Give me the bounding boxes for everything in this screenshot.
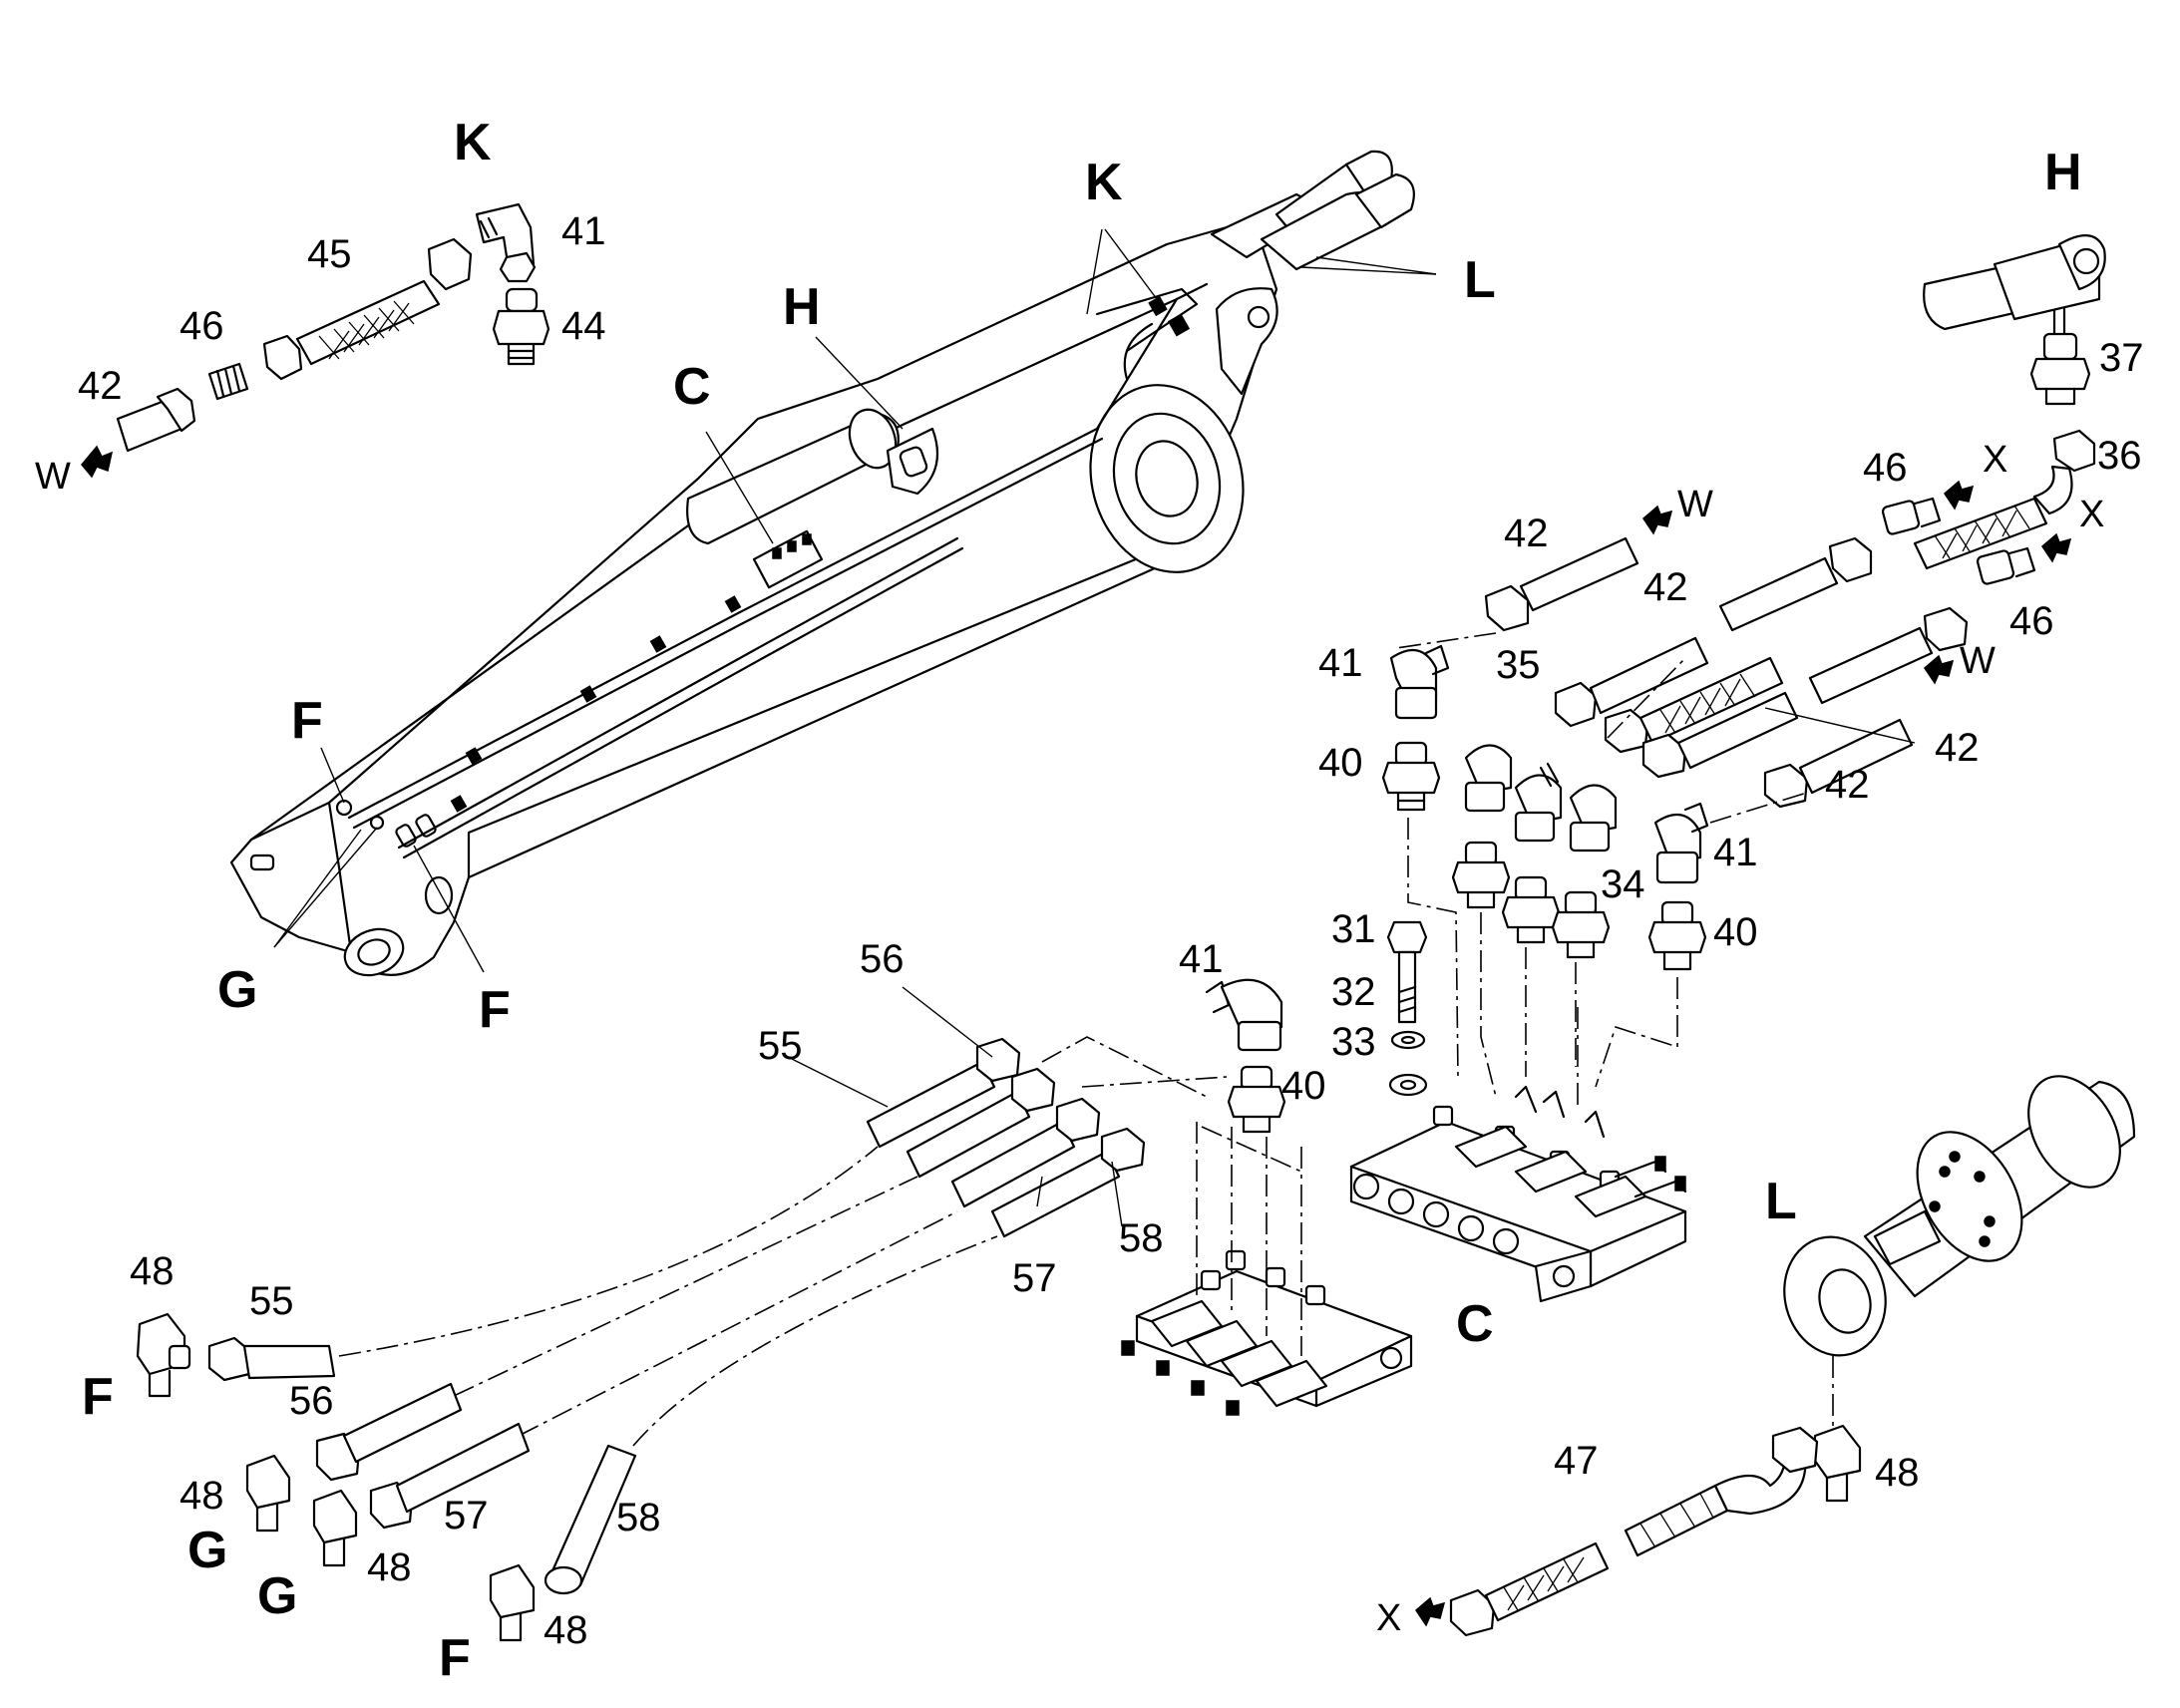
part-label: 40	[1713, 910, 1758, 954]
part-label: 31	[1331, 907, 1376, 951]
detail-k-top-left	[116, 202, 550, 453]
part-label: 57	[444, 1494, 489, 1537]
part-label: 56	[289, 1379, 334, 1423]
part-label: 41	[1179, 937, 1224, 981]
label-l-boom: L	[1464, 251, 1496, 309]
label-k-top-left: K	[454, 114, 492, 171]
part-label: 41	[561, 209, 606, 253]
connection-arrows	[81, 445, 2072, 1627]
label-x-right-lower: X	[2079, 494, 2104, 535]
label-x-right-upper: X	[1983, 439, 2007, 481]
part-label: 46	[2009, 599, 2054, 643]
connection-labels: W W W X X X	[35, 439, 2104, 1639]
center-hose-set	[338, 978, 1286, 1447]
part-label: 41	[1713, 831, 1758, 874]
part-label: 42	[1825, 763, 1870, 807]
label-h-boom: H	[783, 278, 821, 336]
part-label: 46	[1863, 446, 1908, 490]
label-w-upper-right: W	[1677, 484, 1713, 525]
part-label: 36	[2097, 434, 2142, 478]
part-label: 55	[249, 1279, 294, 1323]
label-g-bottom-2: G	[257, 1567, 297, 1625]
part-label: 56	[860, 937, 905, 981]
part-label: 47	[1554, 1439, 1599, 1483]
label-f-bottom-mid: F	[439, 1629, 471, 1687]
part-label: 58	[1119, 1216, 1164, 1260]
part-label: 42	[1935, 726, 1980, 770]
part-label: 37	[2099, 336, 2144, 380]
label-c-block: C	[1456, 1295, 1494, 1353]
part-label: 48	[130, 1249, 175, 1293]
label-w-top-left: W	[35, 456, 71, 498]
label-f-boom-lower: F	[479, 981, 511, 1039]
label-g-boom: G	[217, 961, 257, 1019]
distribution-block-c-right	[1349, 1085, 1687, 1303]
label-c-boom: C	[673, 358, 711, 416]
distribution-block-c-center	[1121, 1122, 1413, 1416]
part-label: 33	[1331, 1020, 1376, 1064]
part-label: 48	[544, 1608, 588, 1652]
part-label: 48	[1875, 1451, 1920, 1495]
part-label: 57	[1012, 1256, 1057, 1300]
label-k-boom: K	[1085, 154, 1123, 211]
part-label: 42	[1643, 565, 1688, 609]
detail-right-hoses	[1381, 497, 2048, 1107]
part-label: 44	[561, 304, 606, 348]
label-l-right: L	[1765, 1173, 1797, 1230]
part-label: 40	[1281, 1064, 1326, 1108]
detail-h-right	[1881, 234, 2106, 585]
part-label: 46	[180, 304, 224, 348]
part-label: 35	[1496, 643, 1541, 687]
boom-assembly	[229, 150, 1437, 977]
part-number-labels: 41 44 45 46 42 37 36 46 46 42 42 42 42 4…	[78, 209, 2144, 1652]
part-label: 45	[307, 232, 352, 276]
part-label: 41	[1318, 641, 1363, 685]
part-label: 34	[1601, 862, 1645, 906]
part-label: 42	[1504, 512, 1549, 555]
part-label: 55	[758, 1024, 803, 1068]
part-label: 40	[1318, 741, 1363, 785]
label-x-bottom: X	[1376, 1597, 1401, 1639]
part-label: 58	[616, 1496, 661, 1539]
label-w-mid-right: W	[1960, 640, 1996, 682]
label-g-bottom-1: G	[187, 1522, 227, 1579]
part-label: 48	[180, 1474, 224, 1518]
label-h-right: H	[2044, 144, 2082, 201]
part-label: 48	[367, 1545, 412, 1589]
detail-l-right	[1449, 1075, 2136, 1637]
bottom-left-fittings	[136, 1312, 637, 1642]
letter-labels: K K H H C C L L F F G F G G F	[82, 114, 2082, 1687]
label-f-bottom-left: F	[82, 1368, 114, 1426]
part-label: 32	[1331, 970, 1376, 1014]
part-label: 42	[78, 364, 123, 408]
label-f-boom-upper: F	[291, 692, 323, 750]
